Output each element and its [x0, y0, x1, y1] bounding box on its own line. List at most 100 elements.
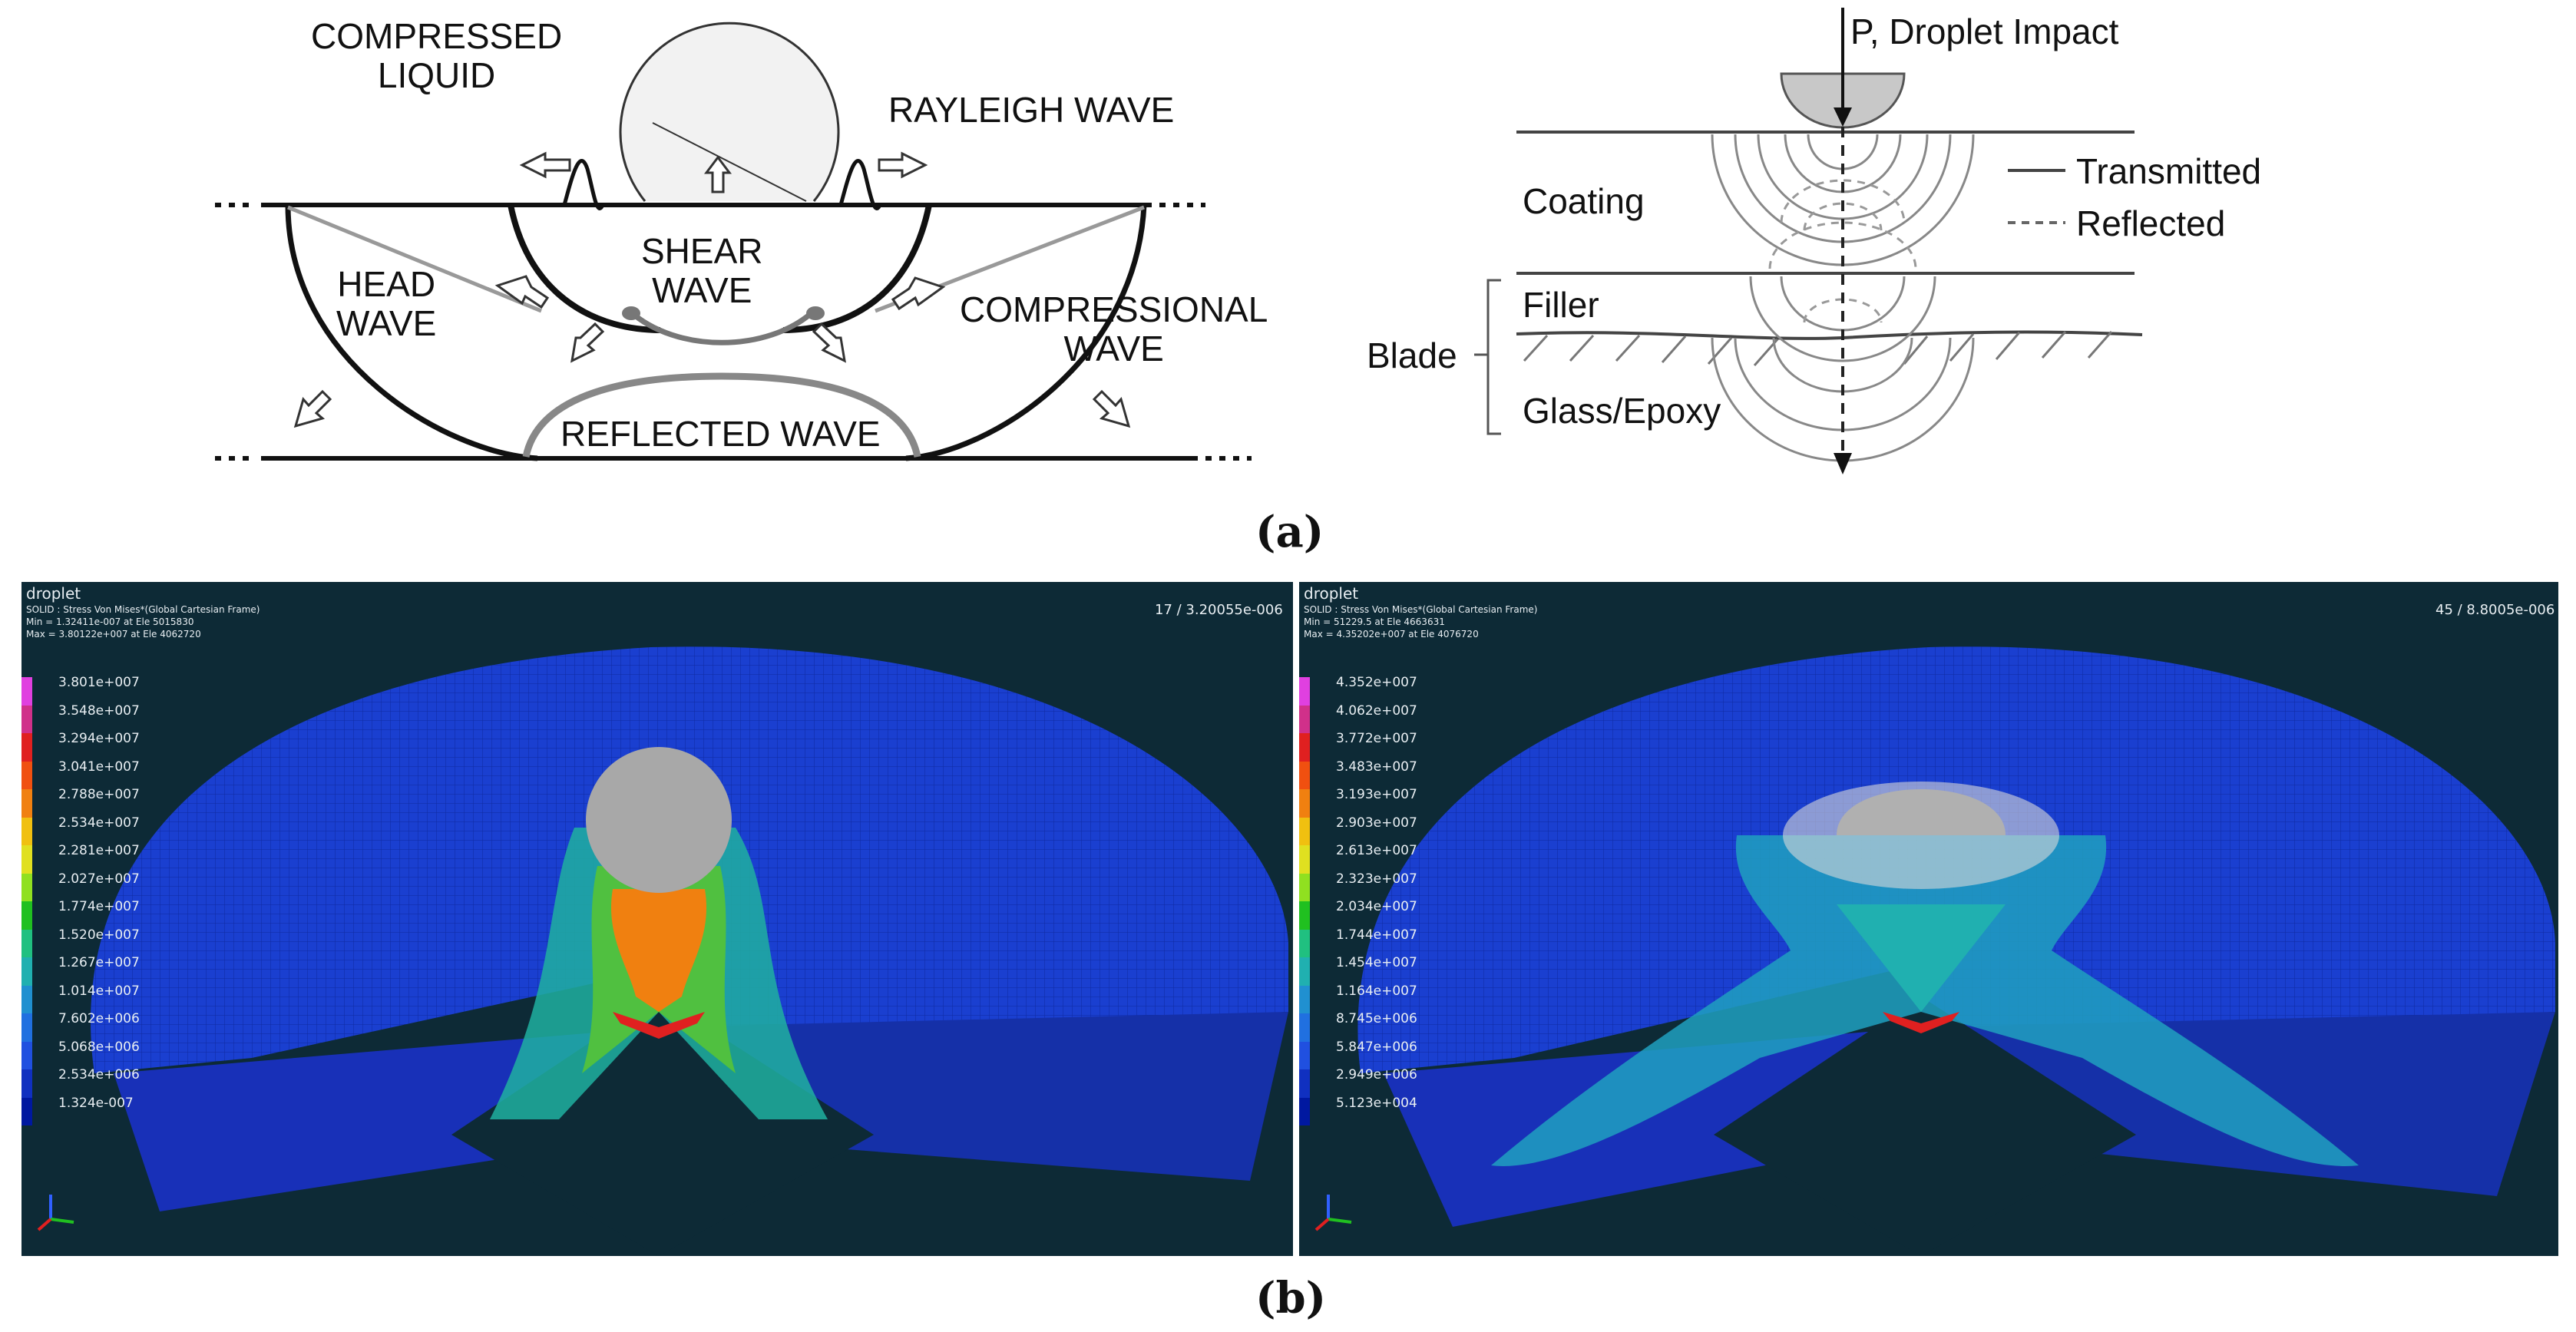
legend-value: 2.027e+007 [58, 871, 140, 887]
fea-title: droplet [26, 584, 81, 603]
caption-a: (a) [1255, 507, 1324, 557]
legend-value: 4.062e+007 [1336, 702, 1417, 719]
label-filler: Filler [1523, 285, 1599, 325]
legend-swatch [1299, 901, 1310, 930]
legend-swatch [1299, 733, 1310, 762]
legend-value: 1.774e+007 [58, 899, 140, 914]
fea-mesh-render-left [91, 646, 1289, 1256]
label-reflected-wave: REFLECTED WAVE [561, 414, 881, 454]
legend-value: 1.324e-007 [58, 1095, 134, 1111]
legend-swatch [21, 1013, 32, 1042]
legend-value: 3.193e+007 [1336, 787, 1417, 802]
legend-value: 3.772e+007 [1336, 731, 1417, 746]
legend-swatch [1299, 929, 1310, 957]
legend-swatch [1299, 1013, 1310, 1042]
legend-value: 3.041e+007 [58, 759, 140, 775]
caption-b: (b) [1255, 1273, 1327, 1324]
fea-header-line3: Max = 3.80122e+007 at Ele 4062720 [26, 629, 201, 640]
legend-swatch [21, 873, 32, 901]
legend-swatch [21, 845, 32, 874]
legend-value: 2.534e+006 [58, 1067, 140, 1082]
axis-triad-icon [1314, 1195, 1352, 1231]
label-blade: Blade [1367, 335, 1457, 375]
legend-swatch [21, 1069, 32, 1098]
legend-swatch [21, 901, 32, 930]
legend-reflected: Reflected [2076, 203, 2226, 243]
legend-swatch [1299, 1069, 1310, 1098]
legend-value: 2.613e+007 [1336, 843, 1417, 858]
legend-value: 2.034e+007 [1336, 899, 1417, 914]
fea-time-step: 17 / 3.20055e-006 [1155, 602, 1283, 618]
label-compressional-wave: COMPRESSIONAL WAVE [960, 289, 1268, 369]
legend-swatch [21, 1097, 32, 1125]
legend-transmitted: Transmitted [2076, 151, 2262, 191]
legend-value: 5.068e+006 [58, 1039, 140, 1055]
fea-time-step: 45 / 8.8005e-006 [2435, 602, 2555, 618]
fea-panel-right: droplet SOLID : Stress Von Mises*(Global… [1299, 582, 2558, 1256]
legend-value: 1.164e+007 [1336, 983, 1417, 999]
arrow-icon [1834, 453, 1852, 474]
legend-value: 3.801e+007 [58, 675, 140, 690]
label-glass-epoxy: Glass/Epoxy [1523, 391, 1721, 431]
legend-swatch [21, 789, 32, 818]
legend-swatch [21, 677, 32, 706]
legend-swatch [1299, 957, 1310, 986]
legend-value: 1.520e+007 [58, 927, 140, 943]
legend-value: 1.014e+007 [58, 983, 140, 999]
legend-swatch [1299, 873, 1310, 901]
fea-header-line1: SOLID : Stress Von Mises*(Global Cartesi… [1304, 604, 1538, 615]
legend-swatch [1299, 789, 1310, 818]
legend-value: 2.323e+007 [1336, 871, 1417, 887]
legend-value: 8.745e+006 [1336, 1011, 1417, 1026]
fea-header-line3: Max = 4.35202e+007 at Ele 4076720 [1304, 629, 1479, 640]
legend-value: 2.534e+007 [58, 815, 140, 831]
fea-panel-left: droplet SOLID : Stress Von Mises*(Global… [21, 582, 1293, 1256]
legend-swatch [1299, 845, 1310, 874]
legend-value: 5.123e+004 [1336, 1095, 1417, 1111]
legend-value: 3.294e+007 [58, 731, 140, 746]
fea-header-line2: Min = 1.32411e-007 at Ele 5015830 [26, 616, 194, 627]
legend-value: 3.483e+007 [1336, 759, 1417, 775]
legend-value: 4.352e+007 [1336, 675, 1417, 690]
arrow-icon [293, 151, 1131, 428]
legend-value: 1.267e+007 [58, 955, 140, 970]
fea-header-line2: Min = 51229.5 at Ele 4663631 [1304, 616, 1445, 627]
legend-swatch [21, 929, 32, 957]
label-rayleigh-wave: RAYLEIGH WAVE [888, 90, 1175, 130]
legend-swatch [1299, 985, 1310, 1013]
legend-value: 1.744e+007 [1336, 927, 1417, 943]
blade-layer-diagram [1474, 8, 2143, 474]
label-droplet-impact: P, Droplet Impact [1850, 12, 2119, 51]
legend-swatch [21, 985, 32, 1013]
legend-swatch [21, 761, 32, 789]
legend-value: 1.454e+007 [1336, 955, 1417, 970]
legend-swatch [21, 957, 32, 986]
legend-swatch [1299, 1041, 1310, 1069]
fea-title: droplet [1304, 584, 1359, 603]
legend-value: 2.788e+007 [58, 787, 140, 802]
legend-swatch [21, 733, 32, 762]
legend-swatch [21, 817, 32, 845]
legend-swatch [21, 1041, 32, 1069]
label-head-wave: HEAD WAVE [336, 264, 437, 343]
wave-propagation-diagram [215, 21, 1252, 461]
legend-value: 2.949e+006 [1336, 1067, 1417, 1082]
legend-swatch [1299, 705, 1310, 733]
axis-triad-icon [37, 1195, 74, 1231]
fea-header-line1: SOLID : Stress Von Mises*(Global Cartesi… [26, 604, 260, 615]
arrow-icon [1834, 107, 1852, 127]
legend-swatch [1299, 1097, 1310, 1125]
legend-swatch [1299, 677, 1310, 706]
legend-swatch [1299, 761, 1310, 789]
legend-swatch [21, 705, 32, 733]
legend-value: 2.903e+007 [1336, 815, 1417, 831]
legend-value: 3.548e+007 [58, 702, 140, 719]
legend-value: 7.602e+006 [58, 1011, 140, 1026]
legend-swatch [1299, 817, 1310, 845]
legend-value: 2.281e+007 [58, 843, 140, 858]
label-shear-wave: SHEAR WAVE [641, 231, 763, 310]
label-compressed-liquid: COMPRESSED LIQUID [311, 16, 563, 95]
legend-value: 5.847e+006 [1336, 1039, 1417, 1055]
label-coating: Coating [1523, 181, 1645, 221]
fea-mesh-render-right [1357, 646, 2555, 1256]
